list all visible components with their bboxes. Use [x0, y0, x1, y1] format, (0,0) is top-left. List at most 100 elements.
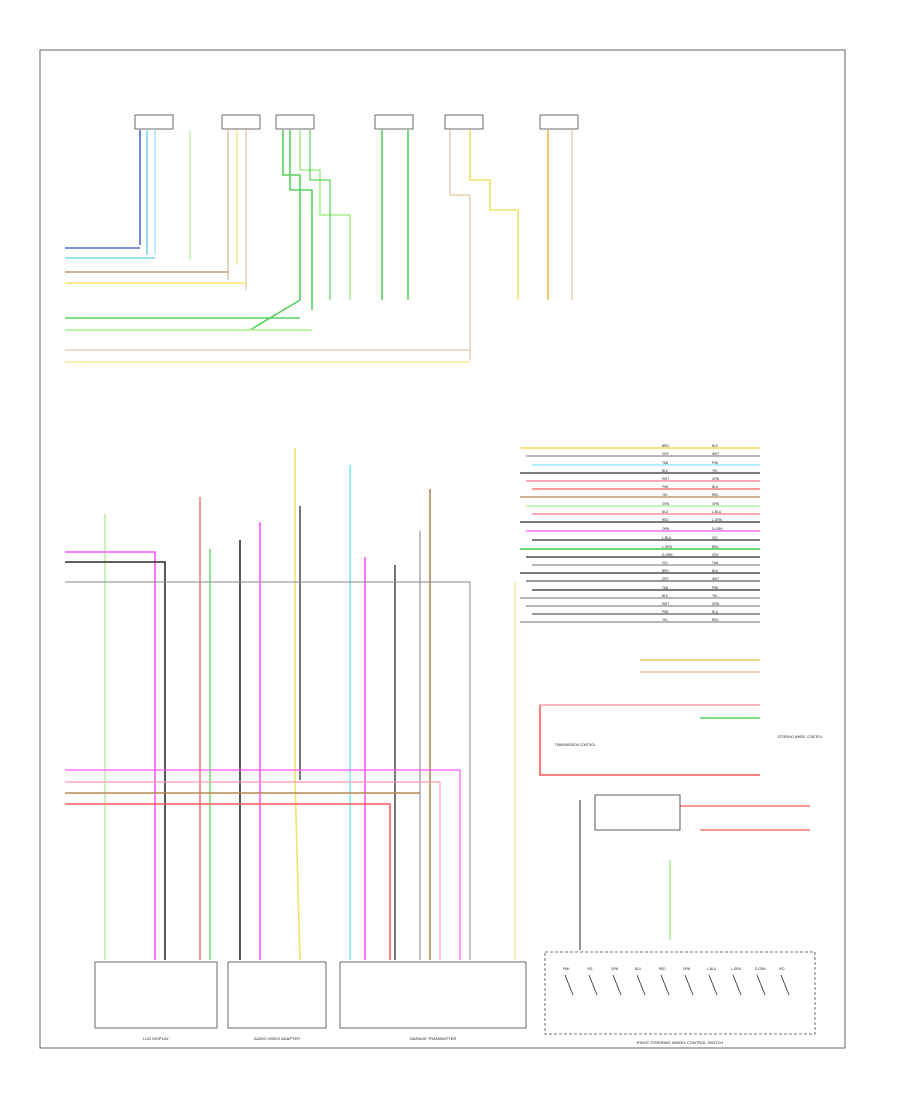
connector-box	[275, 114, 315, 130]
wire-code-label: PNK	[563, 967, 570, 971]
wire-code-label: BLU	[712, 485, 719, 489]
connector-box	[539, 114, 579, 130]
wire-code-label: PNK	[712, 461, 719, 465]
connector-box	[134, 114, 174, 130]
wire-code-label: YEL	[712, 469, 718, 473]
wire-dark	[684, 974, 694, 996]
garage-transmitter-box	[339, 961, 527, 1029]
wire-code-label: L-GRN	[712, 518, 723, 522]
wire-code-label: BLU	[662, 510, 669, 514]
wire-code-label: VIO	[712, 536, 718, 540]
wire-dark	[594, 794, 681, 831]
wire-code-label: TAN	[662, 461, 669, 465]
wire-code-label: ORN	[662, 527, 670, 531]
wire-code-label: BLK	[662, 469, 669, 473]
wire-green	[289, 130, 313, 310]
wire-magenta	[65, 769, 461, 960]
wire-code-label: BLU	[712, 610, 719, 614]
wire-dark	[732, 974, 742, 996]
bottom-modules: LCD DISPLAY AUDIO VIDEO ADAPTER GARAGE T…	[94, 951, 816, 1045]
wire-code-label: BRN	[662, 444, 669, 448]
steering-switch-label: RIGHT STEERING WHEEL CONTROL SWITCH	[637, 1040, 724, 1045]
wire-code-label: BLK	[712, 569, 719, 573]
lcd-display-box	[94, 961, 218, 1029]
wire-code-label: BLK	[662, 594, 669, 598]
wire-code-label: GRN	[712, 602, 720, 606]
wire-layer	[65, 130, 810, 996]
wire-code-label: RED	[662, 518, 669, 522]
wire-label-layer: BRN BLK GRY WHT TAN PNK BLK YEL WHT GRN PNK BLU YEL R…	[563, 444, 785, 971]
wire-code-label: YEL	[712, 594, 718, 598]
wire-dark	[660, 974, 670, 996]
audio-video-adapter-box	[227, 961, 327, 1029]
wire-code-label: GRN	[611, 967, 619, 971]
wire-dark	[612, 974, 622, 996]
wire-code-label: WHT	[662, 602, 669, 606]
wire-yellow	[469, 130, 519, 300]
top-connectors	[134, 114, 579, 130]
wire-code-label: L-BLU	[707, 967, 717, 971]
wire-code-label: BRN	[662, 569, 669, 573]
wire-code-label: GRN	[712, 477, 720, 481]
wire-code-label: GRY	[712, 553, 720, 557]
steering-wheel-control-label: STEERING WHEEL CONTROL	[778, 735, 823, 739]
connector-box	[221, 114, 261, 130]
garage-transmitter-label: GARAGE TRANSMITTER	[410, 1036, 457, 1041]
steering-switch-box	[544, 951, 816, 1035]
wire-code-label: BRN	[712, 545, 719, 549]
wire-code-label: BLU	[635, 967, 642, 971]
connector-box	[444, 114, 484, 130]
wire-yellow	[294, 448, 301, 961]
wire-green	[249, 130, 301, 331]
wire-code-label: D-GRN	[662, 553, 673, 557]
diagram-frame	[39, 49, 846, 1049]
wire-code-label: PNK	[712, 586, 719, 590]
connector-box	[374, 114, 414, 130]
wire-code-label: L-BLU	[712, 510, 722, 514]
wire-dark	[708, 974, 718, 996]
wire-code-label: TAN	[712, 561, 719, 565]
wire-code-label: RED	[712, 618, 719, 622]
wire-code-label: GRY	[662, 452, 670, 456]
wire-red	[65, 803, 391, 960]
wire-lightgreen	[299, 130, 351, 300]
wire-dark	[636, 974, 646, 996]
wire-red	[539, 705, 760, 776]
wire-code-label: VIO	[779, 967, 785, 971]
wire-code-label: RED	[712, 493, 719, 497]
wire-code-label: TAN	[662, 586, 669, 590]
wire-code-label: PNK	[662, 610, 669, 614]
transmission-label: TRANSMISSION CONTROL	[555, 743, 596, 747]
wire-code-label: RED	[659, 967, 666, 971]
wire-code-label: YEL	[662, 493, 668, 497]
wire-pink	[65, 781, 441, 960]
wire-magenta	[65, 551, 156, 960]
wire-gray	[65, 581, 471, 960]
wire-code-label: GRY	[662, 577, 670, 581]
wire-dark	[588, 974, 598, 996]
wire-dark	[65, 561, 166, 960]
wire-dark	[756, 974, 766, 996]
wire-code-label: YEL	[662, 618, 668, 622]
wire-tan	[449, 130, 471, 360]
audio-video-adapter-label: AUDIO VIDEO ADAPTER	[254, 1036, 300, 1041]
wire-dark	[780, 974, 790, 996]
wire-code-label: D-GRN	[755, 967, 766, 971]
wire-code-label: D-GRN	[712, 527, 723, 531]
wire-code-label: ORN	[683, 967, 691, 971]
wire-code-label: BLK	[712, 444, 719, 448]
wire-code-label: WHT	[662, 477, 669, 481]
lcd-display-label: LCD DISPLAY	[143, 1036, 169, 1041]
wire-dark	[564, 974, 574, 996]
wire-green	[309, 130, 331, 300]
wire-code-label: WHT	[712, 452, 719, 456]
wire-code-label: PNK	[662, 485, 669, 489]
wire-code-label: GRN	[662, 502, 670, 506]
wire-code-label: L-GRN	[662, 545, 673, 549]
wire-code-label: L-BLU	[662, 536, 672, 540]
wire-code-label: YEL	[587, 967, 593, 971]
wire-code-label: L-GRN	[731, 967, 742, 971]
wire-code-label: WHT	[712, 577, 719, 581]
